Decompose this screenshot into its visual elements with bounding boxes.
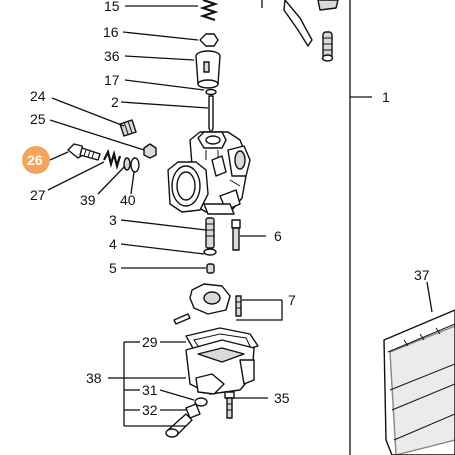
callout-39: 39 xyxy=(80,192,96,208)
callout-15: 15 xyxy=(104,0,120,14)
callout-32: 32 xyxy=(142,402,158,418)
part-15-spring xyxy=(199,0,219,22)
part-top-right xyxy=(283,0,339,62)
callout-31: 31 xyxy=(142,382,158,398)
part-25-nut xyxy=(143,143,157,159)
callout-29: 29 xyxy=(142,334,158,350)
part-4-washer xyxy=(203,248,217,256)
callout-26-highlight xyxy=(22,146,50,174)
part-17-clip xyxy=(205,88,217,96)
callout-25: 25 xyxy=(30,111,46,127)
callout-17: 17 xyxy=(104,72,120,88)
callout-36: 36 xyxy=(104,48,120,64)
assembly-1-bracket xyxy=(261,0,372,455)
callout-3: 3 xyxy=(109,212,117,228)
callout-37: 37 xyxy=(414,267,430,283)
part-37-filter xyxy=(383,309,455,455)
callout-1: 1 xyxy=(382,89,390,105)
callout-16: 16 xyxy=(103,24,119,40)
part-5-jet xyxy=(206,263,215,274)
part-16-clip xyxy=(199,33,219,47)
callout-7: 7 xyxy=(288,292,296,308)
part-1-carburetor-body xyxy=(167,131,251,215)
part-2-needle xyxy=(208,95,214,135)
callout-24: 24 xyxy=(30,88,46,104)
part-3-jet xyxy=(205,217,215,249)
part-35-screw xyxy=(224,391,235,419)
part-31-washer xyxy=(194,397,208,407)
part-40-oring xyxy=(130,157,140,173)
part-24-screw xyxy=(119,119,137,137)
part-7-float xyxy=(173,283,242,325)
part-38-float-bowl xyxy=(185,339,255,395)
part-32-drain-screw xyxy=(165,403,201,438)
callout-26: 26 xyxy=(27,152,43,168)
part-6-screw xyxy=(231,219,241,251)
callout-2: 2 xyxy=(111,94,119,110)
part-36-throttle-slide xyxy=(195,50,221,89)
callout-35: 35 xyxy=(274,390,290,406)
callout-4: 4 xyxy=(109,236,117,252)
part-39-washer xyxy=(123,157,131,171)
leader-lines xyxy=(47,5,433,427)
callout-40: 40 xyxy=(120,192,136,208)
callout-27: 27 xyxy=(30,187,46,203)
callout-38: 38 xyxy=(86,370,102,386)
callout-5: 5 xyxy=(109,260,117,276)
callout-6: 6 xyxy=(274,228,282,244)
part-27-spring xyxy=(103,148,122,171)
part-26-screw xyxy=(67,143,101,161)
